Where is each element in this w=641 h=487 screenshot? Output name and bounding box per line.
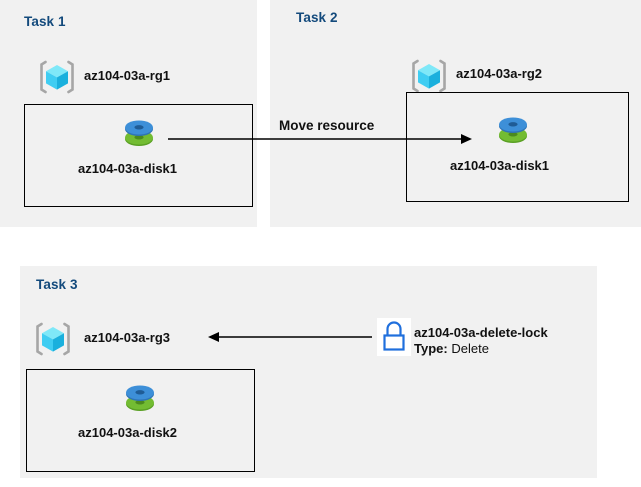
task-3-title: Task 3 bbox=[36, 277, 78, 292]
disk-icon bbox=[494, 110, 532, 150]
lock-details: az104-03a-delete-lock Type: Delete bbox=[414, 325, 548, 357]
task-2-resource-box bbox=[406, 92, 629, 202]
task-2-resource-label: az104-03a-disk1 bbox=[450, 158, 550, 173]
resource-group-1-label: az104-03a-rg1 bbox=[84, 68, 170, 83]
task-2-title: Task 2 bbox=[296, 10, 338, 25]
arrow-left-icon bbox=[200, 328, 378, 348]
arrow-right-icon bbox=[160, 128, 480, 150]
lock-type-text: Delete bbox=[451, 341, 489, 356]
resource-group-cube-icon bbox=[34, 320, 72, 358]
move-resource-label: Move resource bbox=[279, 118, 375, 133]
resource-group-2-label: az104-03a-rg2 bbox=[456, 66, 542, 81]
disk-icon bbox=[120, 113, 158, 153]
resource-group-cube-icon bbox=[38, 58, 76, 96]
lock-type-row: Type: Delete bbox=[414, 341, 548, 357]
disk-icon bbox=[121, 378, 159, 418]
lock-name: az104-03a-delete-lock bbox=[414, 325, 548, 340]
task-3-resource-label: az104-03a-disk2 bbox=[78, 425, 178, 440]
task-1-resource-label: az104-03a-disk1 bbox=[78, 161, 178, 176]
resource-group-3-label: az104-03a-rg3 bbox=[84, 330, 170, 345]
padlock-icon bbox=[377, 318, 411, 356]
resource-group-cube-icon bbox=[410, 57, 448, 95]
task-1-title: Task 1 bbox=[24, 14, 66, 29]
lock-type-label: Type: bbox=[414, 341, 448, 356]
